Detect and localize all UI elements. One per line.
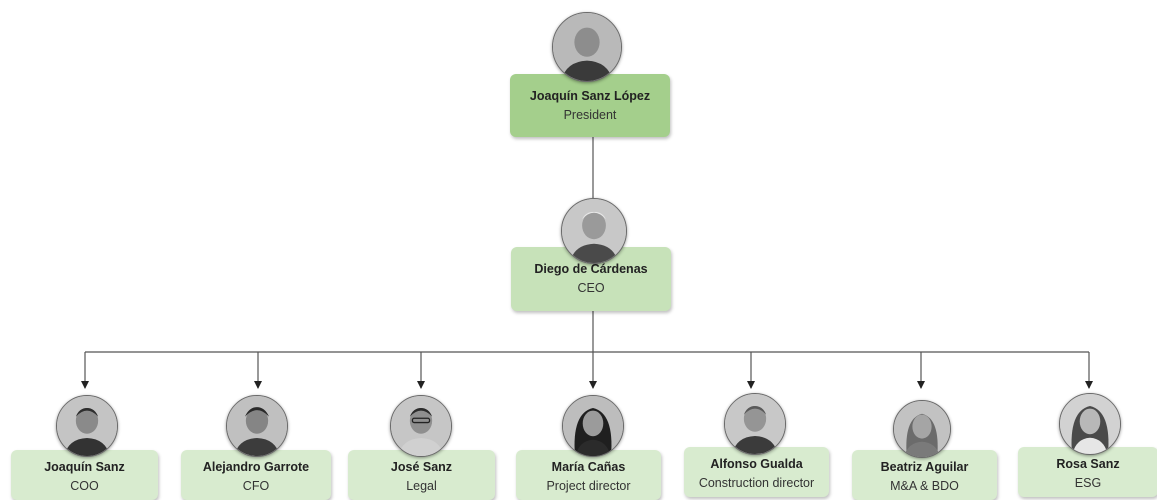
ceo-role: CEO [577, 281, 605, 295]
report-name: Alfonso Gualda [710, 457, 803, 471]
ceo-name: Diego de Cárdenas [534, 262, 648, 276]
president-photo-icon [552, 12, 622, 82]
esg-photo-icon [1059, 393, 1121, 455]
report-role: ESG [1074, 476, 1102, 490]
president-role: President [563, 107, 617, 122]
report-node-construction-director: Alfonso Gualda Construction director [684, 447, 829, 497]
report-name: Rosa Sanz [1056, 457, 1120, 471]
ceo-photo-icon [561, 198, 627, 264]
report-node-coo: Joaquín Sanz COO [11, 450, 158, 500]
report-node-esg: Rosa Sanz ESG [1018, 447, 1157, 497]
legal-photo-icon [390, 395, 452, 457]
report-node-legal: José Sanz Legal [348, 450, 495, 500]
construction-director-photo-icon [724, 393, 786, 455]
report-node-project-director: María Cañas Project director [516, 450, 661, 500]
president-name: Joaquín Sanz López [529, 88, 651, 103]
cfo-photo-icon [226, 395, 288, 457]
report-node-cfo: Alejandro Garrote CFO [181, 450, 331, 500]
report-name: José Sanz [390, 460, 453, 474]
president-node: Joaquín Sanz López President [510, 74, 670, 137]
report-name: Joaquín Sanz [44, 460, 125, 474]
report-node-ma-bdo: Beatriz Aguilar M&A & BDO [852, 450, 997, 500]
project-director-photo-icon [562, 395, 624, 457]
report-role: Construction director [698, 476, 815, 490]
ceo-node: Diego de Cárdenas CEO [511, 247, 671, 311]
report-role: Legal [406, 479, 437, 493]
report-role: M&A & BDO [890, 479, 959, 493]
report-name: Alejandro Garrote [202, 460, 310, 474]
ma-bdo-photo-icon [893, 400, 951, 458]
report-role: CFO [242, 479, 270, 493]
report-name: María Cañas [551, 460, 626, 474]
report-role: Project director [546, 479, 631, 493]
report-name: Beatriz Aguilar [880, 460, 969, 474]
coo-photo-icon [56, 395, 118, 457]
report-role: COO [70, 479, 99, 493]
